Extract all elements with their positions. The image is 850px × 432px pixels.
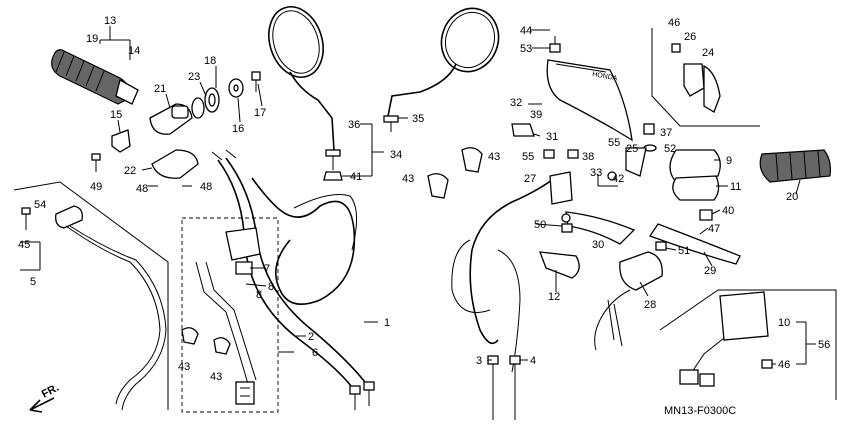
callout-40: 40	[722, 205, 734, 217]
diagram-code: MN13-F0300C	[664, 405, 736, 417]
callout-6: 6	[312, 347, 318, 359]
callout-14: 14	[128, 45, 140, 57]
callout-9: 9	[726, 155, 732, 167]
callout-45: 45	[18, 239, 30, 251]
direction-label: FR.	[40, 382, 61, 401]
callout-33: 33	[590, 167, 602, 179]
callout-43a: 43	[178, 361, 190, 373]
throttle-housing	[669, 149, 721, 201]
clip-15	[111, 129, 131, 153]
callout-48b: 48	[200, 181, 212, 193]
left-harness	[21, 205, 167, 411]
callout-55b: 55	[608, 137, 620, 149]
callout-22: 22	[124, 165, 136, 177]
callout-52: 52	[664, 143, 676, 155]
front-brake-lever-30	[561, 211, 636, 245]
callout-19: 19	[86, 33, 98, 45]
callout-46a: 46	[668, 17, 680, 29]
callout-43b: 43	[210, 371, 222, 383]
callout-23: 23	[188, 71, 200, 83]
collar-rings	[191, 71, 261, 119]
callout-30: 30	[592, 239, 604, 251]
screw-49	[91, 153, 101, 172]
callout-55a: 55	[522, 151, 534, 163]
callout-28: 28	[644, 299, 656, 311]
callout-7: 7	[264, 263, 270, 275]
callout-1: 1	[384, 317, 390, 329]
bolts-55-38	[543, 149, 579, 159]
callout-10: 10	[778, 317, 790, 329]
callout-49: 49	[90, 181, 102, 193]
callout-5: 5	[30, 276, 36, 288]
callout-labels: 13 19 14 18 23 21 15 16 17 22 49 48 48 5…	[18, 15, 830, 417]
right-grip	[759, 149, 831, 183]
small-parts-right	[561, 123, 713, 251]
callout-25: 25	[626, 143, 638, 155]
left-grip	[51, 49, 139, 105]
callout-16: 16	[232, 123, 244, 135]
callout-8b: 8	[256, 289, 262, 301]
lever-mount-28	[594, 251, 663, 351]
callout-11: 11	[730, 181, 741, 193]
lever-bracket-27	[549, 171, 573, 205]
callout-53: 53	[520, 43, 532, 55]
callout-51: 51	[678, 245, 690, 257]
callout-47: 47	[708, 223, 720, 235]
callout-43c: 43	[402, 173, 414, 185]
callout-42: 42	[612, 173, 624, 185]
callout-46b: 46	[778, 359, 790, 371]
switch-unit-56	[679, 291, 773, 387]
brand-text: HONDA	[592, 71, 618, 82]
callout-44: 44	[520, 25, 532, 37]
callout-17: 17	[254, 107, 266, 119]
bracket-31	[511, 123, 535, 137]
callout-21: 21	[154, 83, 166, 95]
clamp-43-right	[427, 147, 483, 199]
callout-24: 24	[702, 47, 714, 59]
switch-housing-upper	[149, 103, 193, 135]
callout-36: 36	[348, 119, 360, 131]
leader-lines	[117, 29, 801, 365]
callout-39: 39	[530, 109, 542, 121]
callout-18: 18	[204, 55, 216, 67]
callout-12: 12	[548, 291, 560, 303]
callout-2: 2	[308, 331, 314, 343]
clutch-cable-loop	[251, 177, 357, 306]
callout-34: 34	[390, 149, 402, 161]
callout-41: 41	[350, 171, 362, 183]
callout-32: 32	[510, 97, 522, 109]
clutch-mount-24-26	[671, 43, 721, 113]
mirror-right	[383, 7, 500, 132]
callout-13: 13	[104, 15, 116, 27]
callout-56: 56	[818, 339, 830, 351]
switch-cover-12	[539, 251, 580, 279]
callout-3: 3	[476, 355, 482, 367]
callout-38: 38	[582, 151, 594, 163]
mirror-left	[268, 6, 343, 181]
master-cylinder	[546, 36, 633, 142]
callout-48a: 48	[136, 183, 148, 195]
callout-29: 29	[704, 265, 716, 277]
callout-4: 4	[530, 355, 536, 367]
switch-housing-lower	[151, 149, 199, 179]
brake-hose	[451, 173, 561, 420]
switch-unit-lower	[195, 227, 261, 405]
callout-37: 37	[660, 127, 672, 139]
throttle-cables	[211, 149, 375, 410]
callout-50: 50	[534, 219, 546, 231]
callout-15: 15	[110, 109, 122, 121]
callout-26: 26	[684, 31, 696, 43]
callout-31: 31	[546, 131, 558, 143]
callout-35: 35	[412, 113, 424, 125]
cable-clamps	[181, 327, 231, 355]
direction-arrow-icon	[29, 397, 55, 413]
callout-27: 27	[524, 173, 536, 185]
callout-54: 54	[34, 199, 46, 211]
callout-43d: 43	[488, 151, 500, 163]
callout-20: 20	[786, 191, 798, 203]
callout-8a: 8	[268, 281, 274, 293]
